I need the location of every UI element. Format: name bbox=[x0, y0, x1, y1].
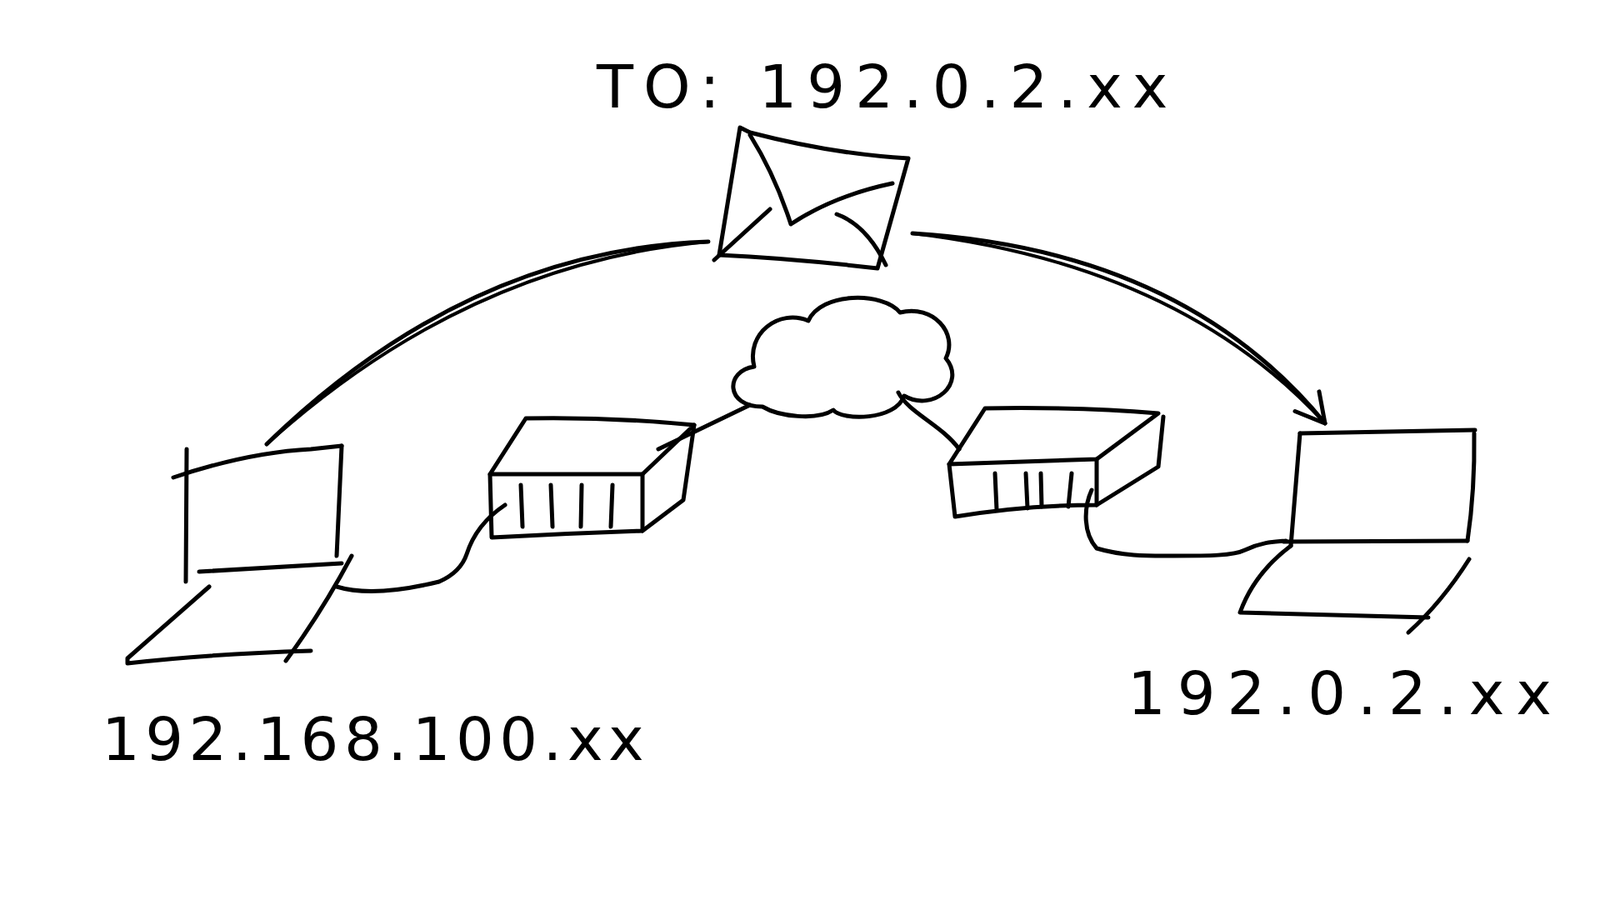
laptop-node: 192.168.100.xx bbox=[101, 444, 650, 770]
message-path-arrow bbox=[912, 233, 1325, 424]
network-cable bbox=[1085, 490, 1286, 556]
ip-address-label: TO: 192.0.2.xx bbox=[596, 56, 1178, 117]
envelope-icon bbox=[714, 127, 909, 269]
laptop-icon bbox=[127, 445, 352, 664]
laptop-node: 192.0.2.xx bbox=[1127, 423, 1564, 724]
router-icon bbox=[949, 408, 1164, 517]
envelope-node: TO: 192.0.2.xx bbox=[708, 125, 913, 271]
network-cable bbox=[658, 405, 750, 450]
network-cable bbox=[336, 505, 505, 591]
ip-address-label: 192.168.100.xx bbox=[101, 709, 650, 770]
message-path-arrow bbox=[266, 241, 709, 445]
cloud-icon bbox=[733, 297, 953, 417]
network-cable bbox=[898, 392, 960, 450]
router-icon bbox=[490, 418, 695, 538]
ip-address-label: 192.0.2.xx bbox=[1127, 663, 1564, 724]
laptop-icon bbox=[1240, 430, 1475, 633]
